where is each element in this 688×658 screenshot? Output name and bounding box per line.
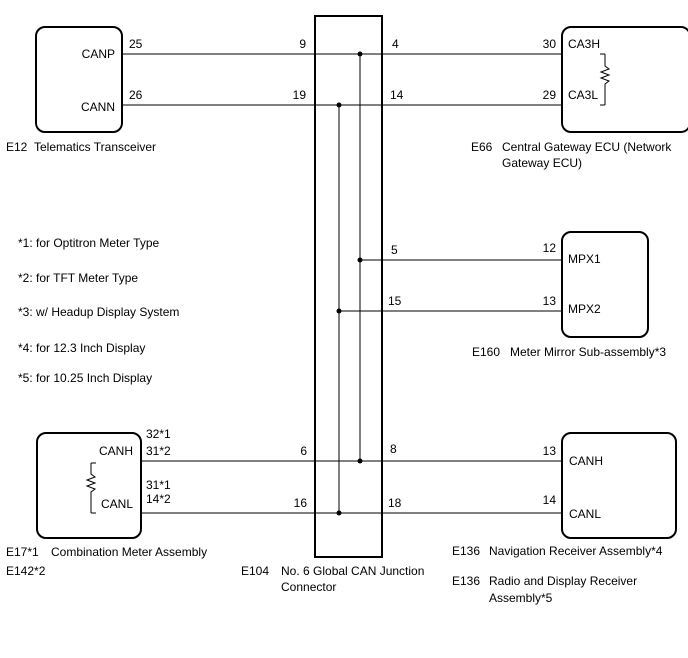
splice-dot (357, 51, 363, 57)
junction-name-line1: No. 6 Global CAN Junction (281, 564, 424, 578)
splice-dot (357, 257, 363, 263)
splice-dot (357, 458, 363, 464)
transceiver-pin-cann-label: CANN (81, 100, 115, 114)
navigation-receiver-box (561, 432, 677, 539)
transceiver-code: E12 (6, 140, 28, 154)
junction-code: E104 (241, 564, 269, 578)
combination-meter-pin-canl-label: CANL (101, 497, 133, 511)
junction-pin-16: 16 (294, 496, 308, 510)
navigation-pin-canl-number: 14 (543, 493, 557, 507)
meter-mirror-name: Meter Mirror Sub-assembly*3 (510, 345, 666, 359)
telematics-transceiver-box (35, 26, 123, 133)
gateway-pin-ca3l-number: 29 (543, 88, 557, 102)
junction-pin-5: 5 (391, 243, 398, 257)
combination-meter-pin-canl-number-1: 31*1 (146, 478, 171, 492)
radio-display-name-line1: Radio and Display Receiver (489, 574, 637, 588)
combination-meter-code-1: E17*1 (6, 545, 39, 559)
splice-dot (336, 102, 342, 108)
junction-pin-4: 4 (392, 37, 399, 51)
combination-meter-termination-resistor (85, 463, 97, 513)
note-5: *5: for 10.25 Inch Display (18, 371, 152, 385)
combination-meter-pin-canh-number-2: 31*2 (146, 444, 171, 458)
gateway-pin-ca3h-number: 30 (543, 37, 557, 51)
note-4: *4: for 12.3 Inch Display (18, 341, 145, 355)
transceiver-pin-canp-number: 25 (129, 37, 143, 51)
navigation-pin-canh-number: 13 (543, 444, 557, 458)
combination-meter-code-2: E142*2 (6, 564, 46, 578)
meter-mirror-code: E160 (472, 345, 500, 359)
junction-pin-14: 14 (390, 88, 404, 102)
meter-mirror-pin-mpx1-number: 12 (543, 241, 557, 255)
navigation-pin-canl-label: CANL (569, 507, 601, 521)
combination-meter-pin-canh-number-1: 32*1 (146, 427, 171, 441)
navigation-code: E136 (452, 544, 480, 558)
junction-connector-box (314, 15, 383, 558)
transceiver-pin-canp-label: CANP (82, 47, 115, 61)
note-1: *1: for Optitron Meter Type (18, 236, 160, 250)
combination-meter-pin-canl-number-2: 14*2 (146, 492, 171, 506)
junction-pin-9: 9 (299, 37, 306, 51)
junction-pin-15: 15 (388, 294, 402, 308)
radio-display-name-line2: Assembly*5 (489, 591, 553, 605)
junction-pin-18: 18 (388, 496, 402, 510)
radio-display-code: E136 (452, 574, 480, 588)
meter-mirror-pin-mpx1-label: MPX1 (568, 252, 601, 266)
gateway-name-line1: Central Gateway ECU (Network (502, 140, 672, 154)
transceiver-name: Telematics Transceiver (34, 140, 156, 154)
gateway-code: E66 (471, 140, 493, 154)
junction-pin-8: 8 (390, 442, 397, 456)
gateway-termination-resistor (599, 54, 611, 105)
navigation-name: Navigation Receiver Assembly*4 (489, 544, 663, 558)
gateway-name-line2: Gateway ECU) (502, 156, 582, 170)
junction-name-line2: Connector (281, 580, 336, 594)
gateway-pin-ca3h-label: CA3H (568, 37, 600, 51)
transceiver-pin-cann-number: 26 (129, 88, 143, 102)
junction-pin-19: 19 (293, 88, 307, 102)
gateway-pin-ca3l-label: CA3L (568, 88, 598, 102)
note-3: *3: w/ Headup Display System (18, 305, 179, 319)
combination-meter-pin-canh-label: CANH (99, 444, 133, 458)
note-2: *2: for TFT Meter Type (18, 271, 138, 285)
splice-dot (336, 308, 342, 314)
combination-meter-name: Combination Meter Assembly (51, 545, 207, 559)
navigation-pin-canh-label: CANH (569, 454, 603, 468)
meter-mirror-box (561, 231, 649, 338)
junction-pin-6: 6 (300, 444, 307, 458)
splice-dot (336, 510, 342, 516)
meter-mirror-pin-mpx2-number: 13 (543, 294, 557, 308)
central-gateway-ecu-box (561, 26, 688, 133)
meter-mirror-pin-mpx2-label: MPX2 (568, 302, 601, 316)
